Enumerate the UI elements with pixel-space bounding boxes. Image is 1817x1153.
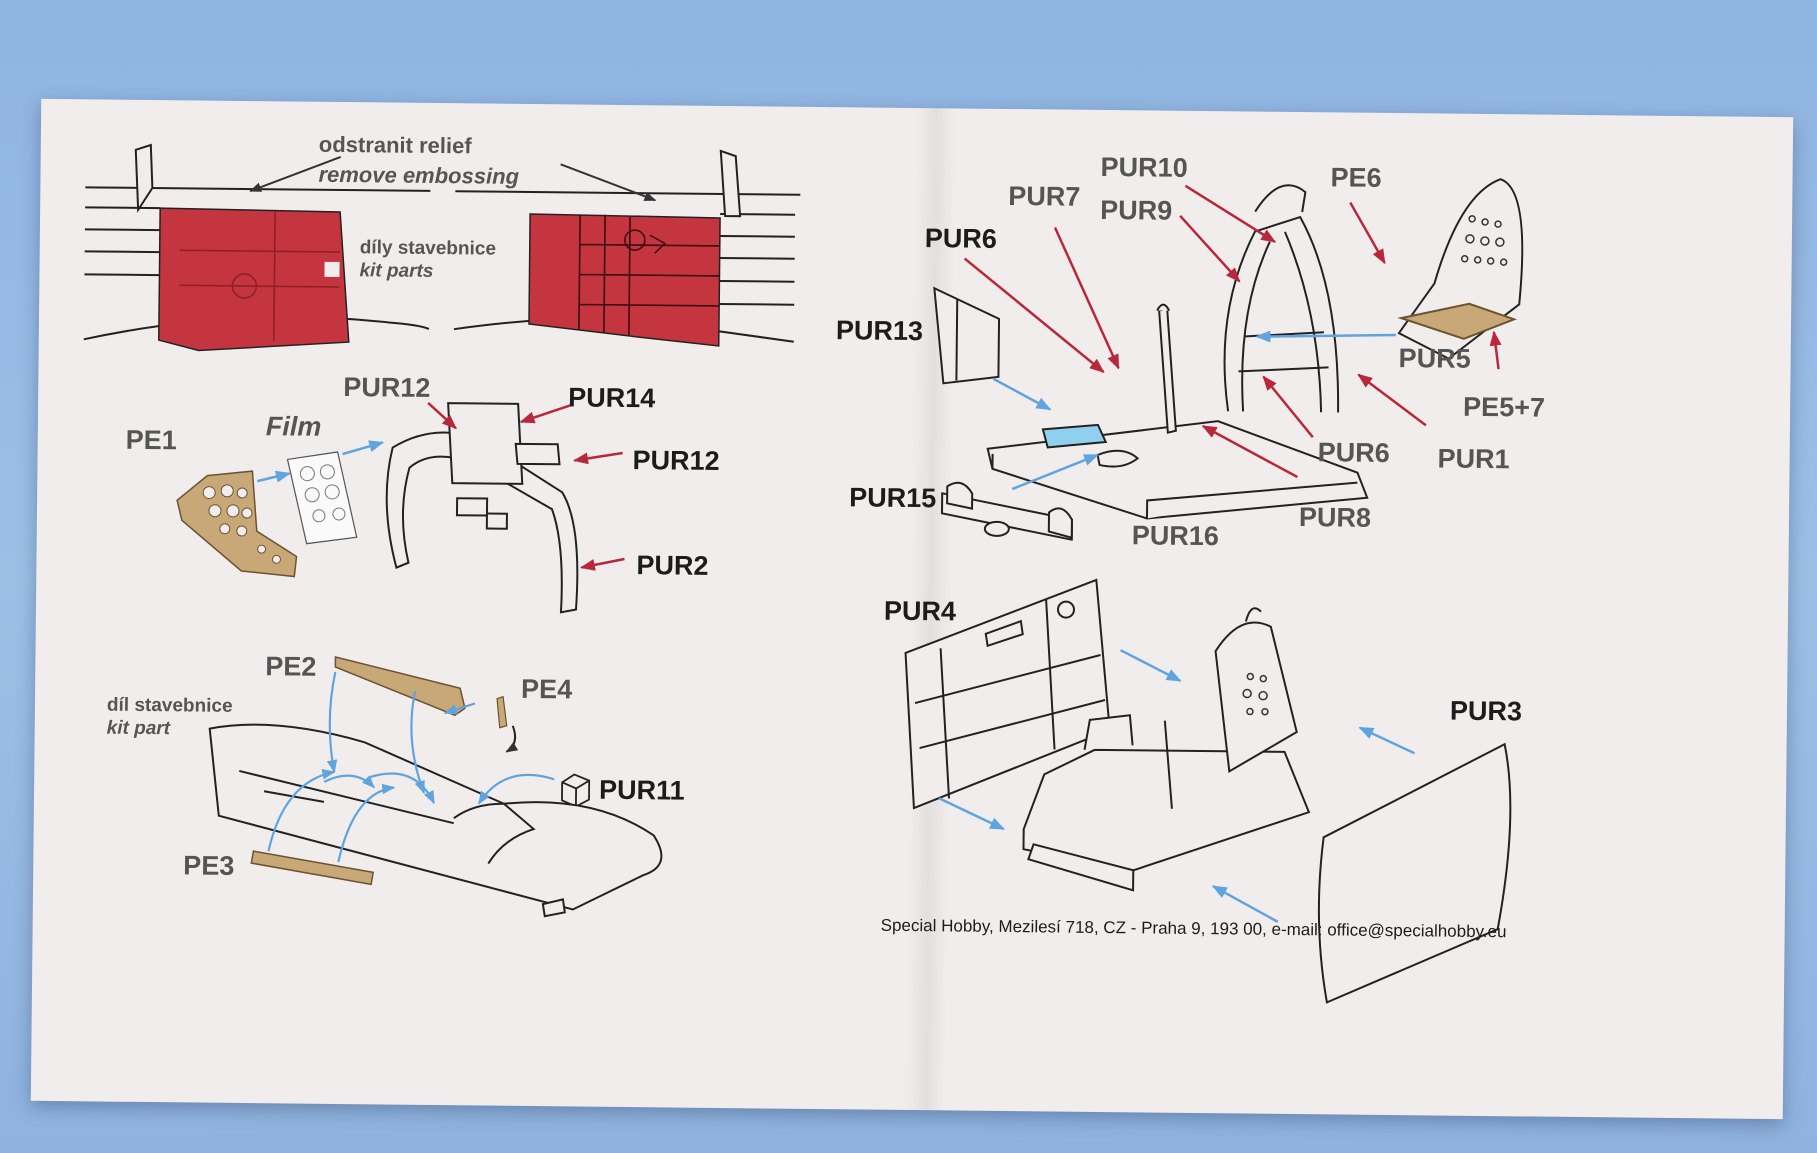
arrow-remove-left (249, 156, 342, 192)
coaming-arrows (267, 671, 555, 863)
label-pe1: PE1 (125, 424, 177, 456)
arrow-pe4-rotate (505, 725, 519, 753)
label-pur2: PUR2 (636, 550, 709, 581)
label-pur10: PUR10 (1100, 151, 1188, 183)
arrow-pur3 (1358, 726, 1416, 755)
label-pe6: PE6 (1330, 162, 1382, 193)
arrow-pur3-b (1211, 885, 1279, 923)
pur13-part (933, 286, 1001, 385)
label-pur9: PUR9 (1100, 194, 1173, 226)
label-pur12-b: PUR12 (632, 445, 720, 476)
pur3-sidewall (1317, 742, 1512, 1004)
note-remove-en: remove embossing (318, 161, 520, 189)
arrow-pur15 (1011, 453, 1100, 491)
instruction-sheet: odstranit relief remove embossing díly s… (30, 98, 1794, 1120)
arrow-pur4-b (938, 797, 1006, 831)
note-kit-parts-cz: díly stavebnice (359, 237, 497, 260)
label-pur14: PUR14 (568, 382, 656, 414)
pe1-panel-part (176, 470, 298, 578)
pe2-strip (334, 656, 466, 717)
arrow-pe1 (257, 470, 291, 483)
label-pur3: PUR3 (1449, 695, 1523, 727)
label-pe2: PE2 (265, 651, 317, 682)
label-pur8: PUR8 (1298, 502, 1372, 533)
instrument-panel-frame (385, 402, 579, 614)
label-pur5: PUR5 (1398, 343, 1471, 374)
arrow-pur5 (1255, 330, 1396, 343)
label-pe3: PE3 (183, 850, 235, 881)
assembly-drawings (83, 143, 1524, 1004)
arrow-film (342, 440, 385, 456)
control-column (1156, 303, 1177, 434)
label-pur6-a: PUR6 (924, 223, 998, 254)
embossing-left (158, 207, 350, 352)
arrow-pur2 (579, 557, 625, 571)
cockpit-red-arrows (963, 184, 1502, 479)
assembled-cockpit (1022, 607, 1311, 892)
note-kit-part-cz: díl stavebnice (106, 694, 233, 717)
pe3-strip (250, 850, 375, 886)
note-kit-part-en: kit part (106, 717, 171, 740)
cockpit-floor (986, 420, 1369, 520)
pur15-rudder-bar (940, 481, 1073, 541)
pur11-block (561, 773, 591, 808)
arrow-pur14 (519, 403, 574, 424)
label-pur1: PUR1 (1437, 443, 1510, 475)
label-film: Film (265, 411, 322, 442)
arrow-pur4 (1120, 649, 1182, 682)
label-pur11: PUR11 (598, 774, 685, 806)
seat-frame (1223, 184, 1340, 413)
label-pur15: PUR15 (849, 482, 937, 514)
pe4-part (496, 695, 508, 729)
arrow-pur13 (992, 377, 1052, 411)
label-pur16: PUR16 (1131, 520, 1219, 552)
embossing-right (528, 213, 721, 347)
note-kit-parts-en: kit parts (359, 260, 434, 282)
coaming-kit-part (208, 723, 663, 918)
label-pur12-a: PUR12 (343, 372, 431, 403)
label-pur13: PUR13 (835, 315, 924, 347)
film-part (286, 451, 358, 545)
label-pur4: PUR4 (883, 595, 957, 627)
label-pur6-b: PUR6 (1317, 437, 1390, 468)
arrow-pur12-a (427, 401, 457, 430)
arrow-remove-right (560, 163, 657, 202)
label-pur7: PUR7 (1008, 180, 1081, 212)
label-pe5-7: PE5+7 (1462, 391, 1546, 423)
note-remove-cz: odstranit relief (318, 131, 472, 159)
pe6-seat-back (1397, 178, 1524, 360)
fuselage-right-wall (453, 149, 801, 343)
arrow-pur12-b (573, 451, 623, 465)
label-pe4: PE4 (520, 673, 573, 705)
